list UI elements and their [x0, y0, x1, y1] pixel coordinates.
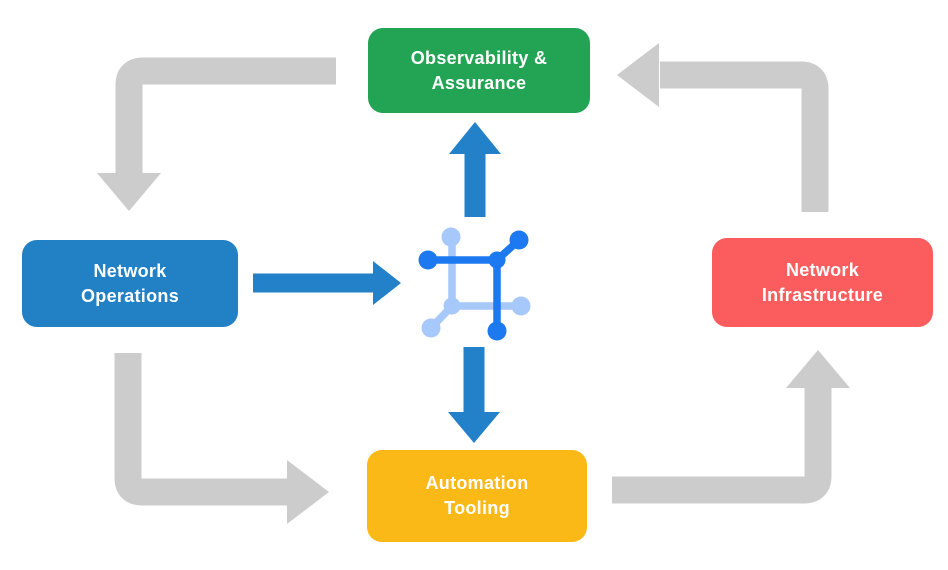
icon-node-left [418, 250, 438, 270]
node-label-line: Infrastructure [761, 284, 884, 305]
icon-node-top-left [441, 227, 461, 247]
arrow-head-down [97, 173, 161, 211]
node-label-line: Operations [80, 285, 180, 306]
node-network-operations: Network Operations [22, 240, 238, 327]
arrow-infrastructure-to-observability [617, 43, 829, 212]
network-nodes-icon [418, 227, 531, 341]
node-automation-tooling: Automation Tooling [367, 450, 587, 542]
arrow-operations-to-automation [114, 353, 329, 524]
arrow-observability-to-operations [97, 57, 336, 211]
icon-node-lower-left [421, 318, 441, 338]
icon-node-right [511, 296, 531, 316]
arrow-head-right [373, 261, 401, 305]
arrow-center-icon-to-observability [449, 122, 501, 217]
arrow-automation-to-infrastructure [612, 350, 850, 504]
arrow-shaft [612, 388, 832, 504]
arrow-center-icon-to-automation [448, 347, 500, 443]
node-label-line: Observability & [410, 47, 548, 68]
arrow-head-left [617, 43, 659, 107]
arrow-shaft [115, 57, 336, 174]
icon-junction-bottom-left [443, 297, 461, 315]
node-label-line: Assurance [431, 72, 527, 93]
icon-junction-top-right [488, 251, 506, 269]
icon-node-upper-right [509, 230, 529, 250]
node-network-infrastructure: Network Infrastructure [712, 238, 933, 327]
arrow-head-right [287, 460, 329, 524]
arrow-shaft [660, 61, 829, 212]
node-label-line: Tooling [444, 498, 510, 518]
node-label-line: Network [93, 260, 167, 281]
arrow-operations-to-center-icon [253, 261, 401, 305]
arrow-shaft [114, 353, 288, 506]
icon-node-bottom [487, 321, 507, 341]
node-label-line: Automation [425, 473, 529, 493]
node-observability-assurance: Observability & Assurance [368, 28, 590, 113]
arrow-head-down [448, 412, 500, 443]
arrow-head-up [786, 350, 850, 388]
node-label-line: Network [785, 259, 860, 280]
arrow-head-up [449, 122, 501, 154]
